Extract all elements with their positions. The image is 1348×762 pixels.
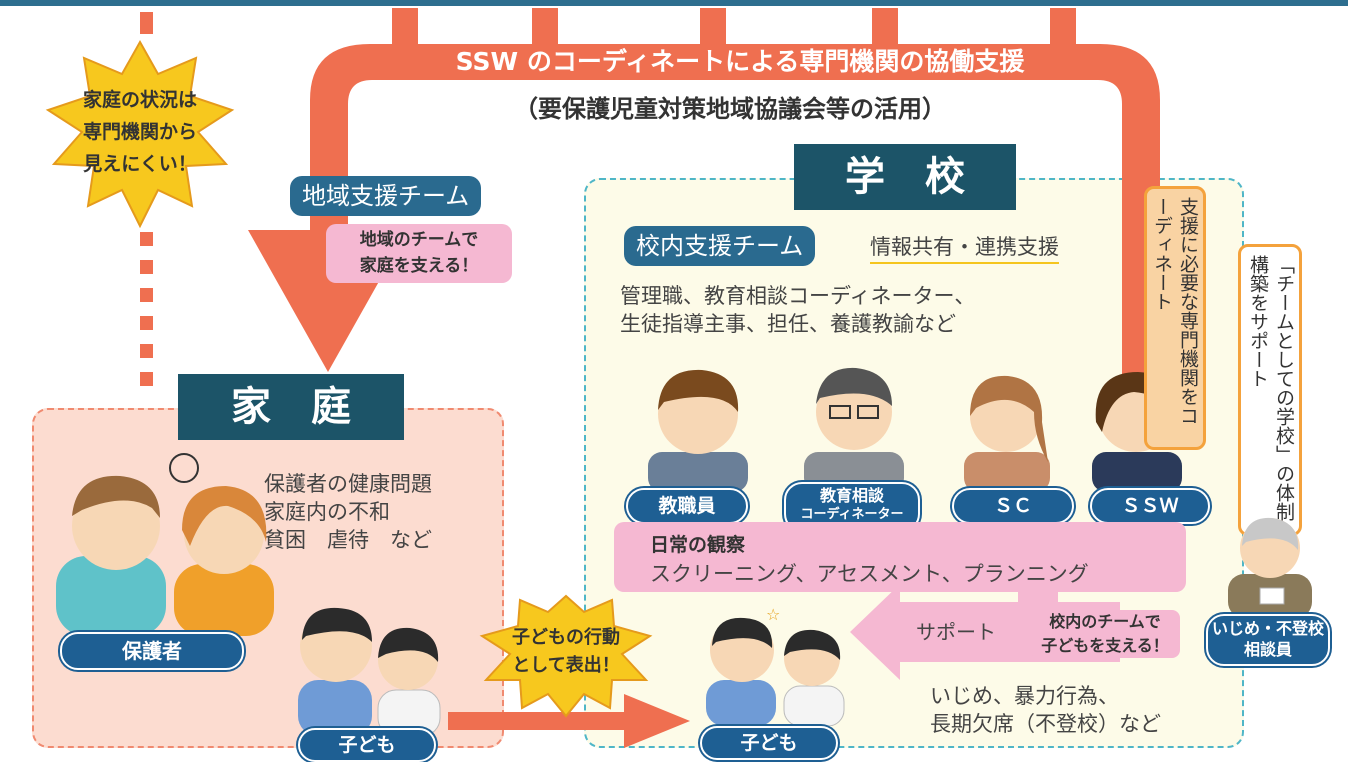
school-issues: いじめ、暴力行為、 長期欠席（不登校）など xyxy=(930,682,1161,738)
community-team-label: 地域支援チーム xyxy=(290,176,482,216)
dash-mark xyxy=(140,232,153,246)
burst-line: 見えにくい！ xyxy=(83,153,197,175)
school-title: 学 校 xyxy=(794,144,1016,210)
home-child-label: 子ども xyxy=(298,728,436,762)
members-line: 生徒指導主事、担任、養護教諭など xyxy=(620,312,956,336)
note-line: 地域のチームで xyxy=(359,230,479,250)
svg-text:☆: ☆ xyxy=(766,606,780,624)
home-title: 家 庭 xyxy=(178,374,404,440)
burst-line: 子どもの行動 xyxy=(512,627,620,648)
school-members: 管理職、教育相談コーディネーター、 生徒指導主事、担任、養護教諭など xyxy=(620,282,975,338)
staff-illustration xyxy=(648,367,1182,492)
teacher-figure xyxy=(648,369,748,492)
child-burst-text: 子どもの行動 として表出！ xyxy=(494,624,638,680)
school-children-illustration: ☆ xyxy=(706,606,845,726)
arch-connector xyxy=(532,8,558,48)
counselor-illustration xyxy=(1228,517,1312,618)
daily-observation-box xyxy=(614,522,1186,592)
child-arrow-shaft xyxy=(448,712,628,730)
counselor-label: いじめ・不登校 相談員 xyxy=(1206,614,1330,666)
parents-illustration xyxy=(56,453,274,636)
school-team-label: 校内支援チーム xyxy=(624,226,816,266)
support-note: 校内のチームで 子どもを支える！ xyxy=(1030,610,1180,658)
burst-line: として表出！ xyxy=(512,655,620,676)
coordinator-line: コーディネーター xyxy=(800,507,904,522)
counselor-role-box: 「チームとしての学校」の体制構築をサポート xyxy=(1238,244,1302,536)
school-team-role: 情報共有・連携支援 xyxy=(870,232,1059,264)
dash-mark xyxy=(140,12,153,34)
coordination-arch-arrow xyxy=(310,44,1160,390)
home-children-illustration xyxy=(298,607,441,736)
burst-line: 家庭の状況は xyxy=(82,89,197,111)
issues-line: いじめ、暴力行為、 xyxy=(930,684,1119,708)
banner-subtitle: （要保護児童対策地域協議会等の活用） xyxy=(514,95,946,123)
sc-figure xyxy=(964,375,1050,492)
arch-connector xyxy=(700,8,726,48)
burst-line: 専門機関から xyxy=(82,121,197,143)
dash-mark xyxy=(140,288,153,302)
counseling-coordinator-figure xyxy=(804,367,904,492)
banner-title: SSW のコーディネートによる専門機関の協働支援 xyxy=(455,47,1025,76)
dash-mark xyxy=(140,372,153,386)
note-line: 家庭を支える！ xyxy=(359,256,479,276)
support-note-line: 校内のチームで xyxy=(1049,612,1161,631)
ssw-role-box: 支援に必要な専門機関をコーディネート xyxy=(1144,186,1206,450)
arch-connector xyxy=(872,8,898,48)
issues-line: 長期欠席（不登校）など xyxy=(930,712,1161,736)
child-arrow-head xyxy=(624,694,690,748)
coordinator-line: 教育相談 xyxy=(819,486,884,505)
parent-label: 保護者 xyxy=(60,632,244,670)
arch-connector xyxy=(1050,8,1076,48)
home-burst-shape xyxy=(45,39,235,229)
members-line: 管理職、教育相談コーディネーター、 xyxy=(620,284,976,308)
dash-mark xyxy=(140,260,153,274)
dash-mark xyxy=(140,316,153,330)
support-note-line: 子どもを支える！ xyxy=(1041,636,1169,655)
arch-connector xyxy=(392,8,418,48)
staff-label-ssw: ＳＳＷ xyxy=(1090,488,1210,524)
staff-label-teacher: 教職員 xyxy=(626,488,748,524)
school-child-label: 子ども xyxy=(700,726,838,760)
home-problems: 保護者の健康問題 家庭内の不和 貧困 虐待 など xyxy=(264,470,432,554)
staff-label-sc: ＳＣ xyxy=(952,488,1074,524)
top-bar xyxy=(0,0,1348,6)
community-note: 地域のチームで 家庭を支える！ xyxy=(326,224,512,283)
support-label: サポート xyxy=(916,620,996,644)
counselor-label-line: いじめ・不登校 xyxy=(1211,619,1324,638)
problem-line: 保護者の健康問題 xyxy=(264,472,432,496)
problem-line: 家庭内の不和 xyxy=(264,500,390,524)
dash-mark xyxy=(140,344,153,358)
daily-title: 日常の観察 xyxy=(650,534,746,556)
counselor-label-line: 相談員 xyxy=(1243,640,1292,659)
child-burst-shape xyxy=(479,594,653,718)
daily-text: スクリーニング、アセスメント、プランニング xyxy=(650,562,1089,586)
home-burst-text: 家庭の状況は 専門機関から 見えにくい！ xyxy=(62,84,218,180)
problem-line: 貧困 虐待 など xyxy=(264,528,432,552)
